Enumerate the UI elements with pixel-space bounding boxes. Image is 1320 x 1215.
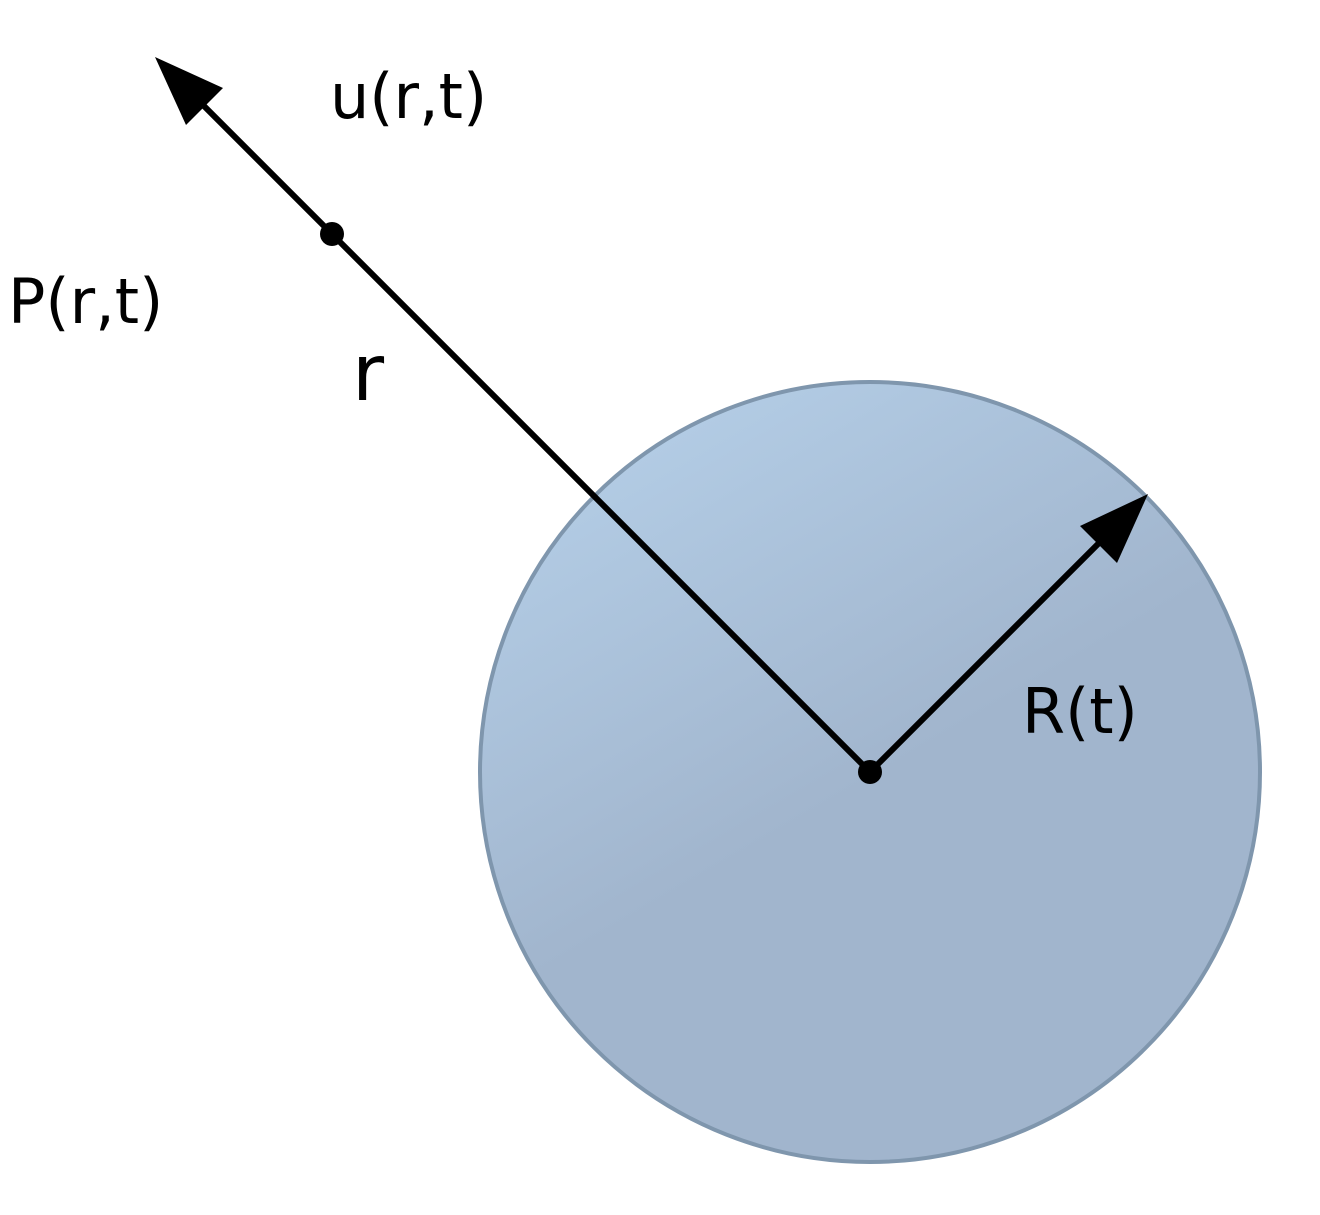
radius-line: [867, 529, 1113, 775]
pressure-label: P(r,t): [8, 265, 163, 338]
bubble-center-point: [858, 760, 882, 784]
distance-label: r: [352, 329, 385, 419]
velocity-arrowhead: [155, 57, 223, 125]
radius-label: R(t): [1022, 675, 1138, 748]
radial-line: [197, 99, 873, 775]
radius-arrowhead: [1080, 494, 1148, 563]
velocity-label: u(r,t): [330, 60, 487, 133]
point-p: [320, 222, 344, 246]
